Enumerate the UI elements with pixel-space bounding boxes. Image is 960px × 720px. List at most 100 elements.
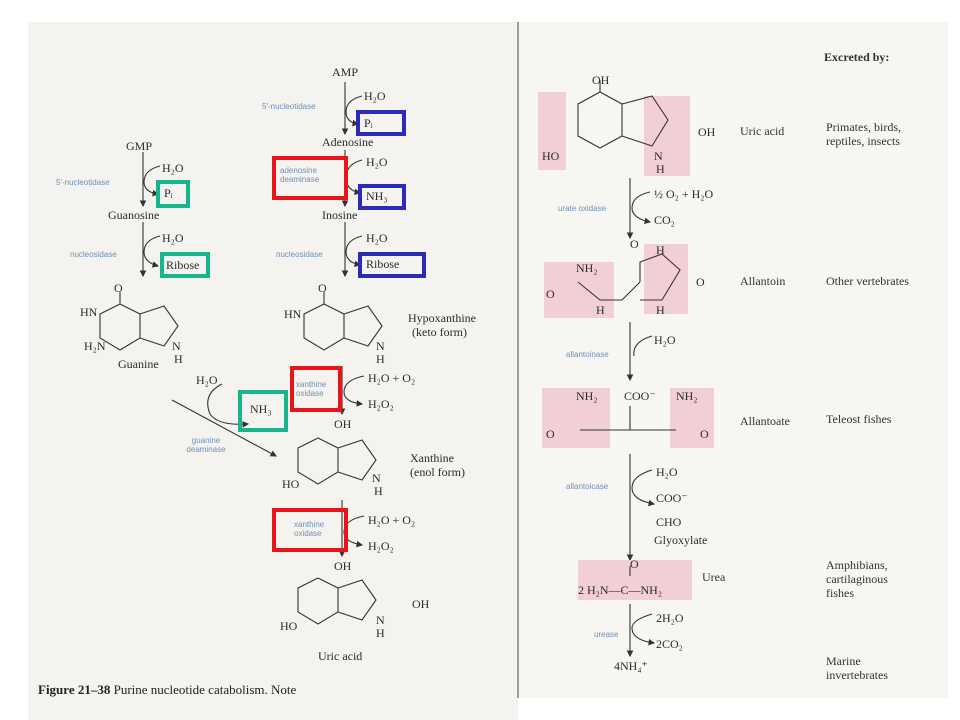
figure-caption: Figure 21–38 Purine nucleotide catabolis… xyxy=(38,682,296,698)
adenosine-label: Adenosine xyxy=(322,135,374,149)
teal-highlight-box xyxy=(156,180,190,208)
adenosine-deaminase-enzyme-label: adenosine deaminase xyxy=(280,166,320,184)
oxygen-water-label: ½ O₂ + H₂O xyxy=(654,187,714,201)
teal-highlight-box xyxy=(160,252,210,278)
amp-label: AMP xyxy=(332,65,359,79)
atom-label: OH xyxy=(412,597,430,611)
water-label: H₂O xyxy=(366,231,388,245)
water-label: H₂O xyxy=(654,333,676,347)
blue-highlight-box xyxy=(358,184,406,210)
nucleotidase-enzyme-label: 5′-nucleotidase xyxy=(56,178,110,187)
urea-label: Urea xyxy=(702,570,726,584)
atom-label: O xyxy=(696,275,705,289)
atom-label: O xyxy=(630,237,639,251)
allantoate-label: Allantoate xyxy=(740,414,790,428)
atom-label: N xyxy=(172,339,181,353)
atom-label: O xyxy=(630,557,639,571)
uric-acid-label: Uric acid xyxy=(740,124,785,138)
water-label: 2H₂O xyxy=(656,611,684,625)
atom-label: N xyxy=(654,149,663,163)
atom-label: OH xyxy=(334,559,352,573)
urea-formula: 2 H₂N—C—NH₂ xyxy=(578,583,663,597)
aldehyde-label: CHO xyxy=(656,515,682,529)
atom-label: H xyxy=(376,352,385,366)
ribose-label: Ribose xyxy=(366,257,400,271)
phosphate-label: Pᵢ xyxy=(164,186,173,200)
atom-label: NH₂ xyxy=(676,389,698,403)
atom-label: HO xyxy=(280,619,298,633)
guanine-label: Guanine xyxy=(118,357,159,371)
atom-label: H xyxy=(656,243,665,257)
blue-highlight-box xyxy=(358,252,426,278)
carbon-dioxide-label: 2CO₂ xyxy=(656,637,683,651)
red-highlight-box xyxy=(272,508,348,552)
water-label: H₂O xyxy=(366,155,388,169)
water-oxygen-label: H₂O + O₂ xyxy=(368,513,416,527)
atom-label: HO xyxy=(282,477,300,491)
atom-label: N xyxy=(372,471,381,485)
water-label: H₂O xyxy=(656,465,678,479)
atom-label: NH₂ xyxy=(576,261,598,275)
ribose-label: Ribose xyxy=(166,258,200,272)
atom-label: OH xyxy=(334,417,352,431)
nucleotidase-enzyme-label: 5′-nucleotidase xyxy=(262,102,316,111)
figure-number: Figure 21–38 xyxy=(38,682,111,697)
atom-label: COO⁻ xyxy=(624,389,656,403)
amphibians-label: Amphibians, cartilaginous fishes xyxy=(826,558,888,600)
water-label: H₂O xyxy=(162,161,184,175)
phosphate-label: Pᵢ xyxy=(364,116,373,130)
ammonium-label: 4NH₄⁺ xyxy=(614,659,648,673)
hypoxanthine-label: Hypoxanthine xyxy=(408,311,476,325)
atom-label: O xyxy=(546,427,555,441)
allantoin-label: Allantoin xyxy=(740,274,786,288)
atom-label: NH₂ xyxy=(576,389,598,403)
keto-form-label: (keto form) xyxy=(412,325,467,339)
water-oxygen-label: H₂O + O₂ xyxy=(368,371,416,385)
nucleosidase-enzyme-label: nucleosidase xyxy=(276,250,323,259)
enol-form-label: (enol form) xyxy=(410,465,465,479)
peroxide-label: H₂O₂ xyxy=(368,397,394,411)
left-page-scan xyxy=(28,22,518,720)
uric-acid-label: Uric acid xyxy=(318,649,363,663)
allantoicase-enzyme-label: allantoicase xyxy=(566,482,609,491)
carbon-dioxide-label: CO₂ xyxy=(654,213,675,227)
caption-text: Purine nucleotide catabolism. Note xyxy=(110,682,297,697)
atom-label: O xyxy=(546,287,555,301)
primates-label: Primates, birds, reptiles, insects xyxy=(826,120,901,148)
teal-highlight-box xyxy=(238,390,288,432)
allantoinase-enzyme-label: allantoinase xyxy=(566,350,609,359)
atom-label: HO xyxy=(542,149,560,163)
atom-label: H xyxy=(656,162,665,176)
water-label: H₂O xyxy=(364,89,386,103)
atom-label: OH xyxy=(592,73,610,87)
atom-label: HN xyxy=(284,307,302,321)
atom-label: O xyxy=(318,281,327,295)
atom-label: H xyxy=(376,626,385,640)
teleost-fishes-label: Teleost fishes xyxy=(826,412,892,426)
atom-label: N xyxy=(376,613,385,627)
guanine-deaminase-enzyme-label: guanine deaminase xyxy=(186,436,226,454)
atom-label: HN xyxy=(80,305,98,319)
atom-label: N xyxy=(376,339,385,353)
page-gutter xyxy=(517,22,519,698)
atom-label: H xyxy=(656,303,665,317)
atom-label: H xyxy=(174,352,183,366)
red-highlight-box xyxy=(272,156,348,200)
water-label: H₂O xyxy=(162,231,184,245)
marine-invertebrates-label: Marine invertebrates xyxy=(826,654,888,682)
atom-label: H xyxy=(374,484,383,498)
atom-label: H₂N xyxy=(84,339,106,353)
urease-enzyme-label: urease xyxy=(594,630,619,639)
glyoxylate-label: Glyoxylate xyxy=(654,533,708,547)
excreted-by-heading: Excreted by: xyxy=(824,50,890,64)
xanthine-oxidase-enzyme-label: xanthine oxidase xyxy=(296,380,327,398)
peroxide-label: H₂O₂ xyxy=(368,539,394,553)
blue-highlight-box xyxy=(356,110,406,136)
xanthine-oxidase-enzyme-label: xanthine oxidase xyxy=(294,520,325,538)
xanthine-label: Xanthine xyxy=(410,451,454,465)
atom-label: H xyxy=(596,303,605,317)
gmp-label: GMP xyxy=(126,139,153,153)
urate-oxidase-enzyme-label: urate oxidase xyxy=(558,204,607,213)
other-vertebrates-label: Other vertebrates xyxy=(826,274,909,288)
